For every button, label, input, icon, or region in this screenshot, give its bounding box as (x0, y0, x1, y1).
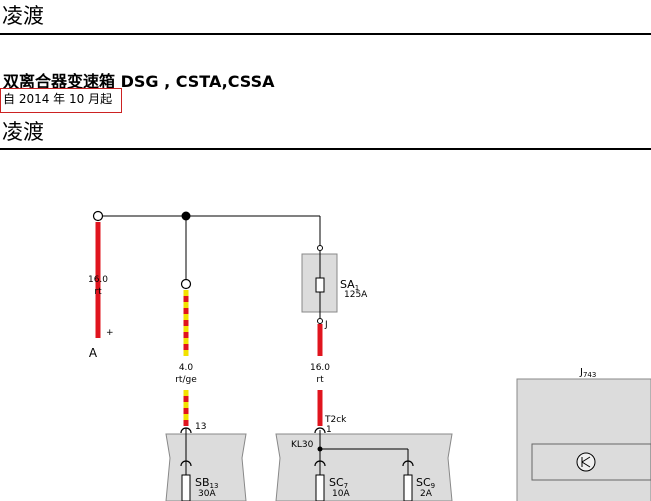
wire-sb-pin: 13 (195, 422, 206, 432)
sc7-rating: 10A (332, 489, 350, 499)
sa1-rating: 125A (344, 290, 368, 300)
wire-a-polarity: + (106, 328, 114, 338)
sc7-name: SC7 (329, 476, 348, 490)
sb13-name: SB13 (195, 476, 218, 490)
sc9-fuse-symbol (403, 474, 413, 501)
kl30-label: KL30 (291, 440, 314, 450)
second-divider (0, 148, 651, 150)
wire-sb-color: rt/ge (175, 375, 197, 385)
wire-sa-gauge: 16.0 (310, 363, 330, 373)
connector-pin: 1 (326, 425, 332, 435)
wire-a-color: rt (94, 287, 102, 297)
j743-name: J743 (579, 367, 596, 379)
connector-pin-arc (314, 427, 326, 434)
terminal-a-top (92, 210, 104, 222)
splice-node (181, 211, 191, 221)
document-title: 双离合器变速箱 DSG , CSTA,CSSA (3, 72, 275, 91)
sc7-arc (314, 460, 326, 467)
top-divider (0, 33, 651, 35)
sa1-top-terminal (317, 245, 323, 251)
second-title: 凌渡 (2, 120, 44, 144)
sc7-fuse-symbol (315, 474, 325, 501)
top-title: 凌渡 (2, 4, 44, 28)
sb13-arc (180, 460, 192, 467)
wire-sb-gauge: 4.0 (179, 363, 194, 373)
validity-note: 自 2014 年 10 月起 (0, 88, 122, 113)
sb13-rating: 30A (198, 489, 216, 499)
sa1-pin-label: J (324, 320, 328, 330)
terminal-sb-top (180, 278, 192, 290)
wire-a-end-label: A (89, 346, 98, 360)
sb13-fuse-symbol (181, 474, 191, 501)
wire-a-gauge: 16.0 (88, 275, 108, 285)
module-j743-box (516, 378, 651, 501)
connector-name: T2ck (324, 415, 347, 425)
transistor-symbol (576, 452, 596, 472)
wire-sa-color: rt (316, 375, 324, 385)
sc9-name: SC9 (416, 476, 435, 490)
sa1-name: SA1 (340, 278, 359, 292)
sc9-arc (402, 460, 414, 467)
sa1-bottom-terminal (317, 318, 323, 324)
sc9-rating: 2A (420, 489, 433, 499)
sa1-fuse-symbol (315, 277, 325, 293)
